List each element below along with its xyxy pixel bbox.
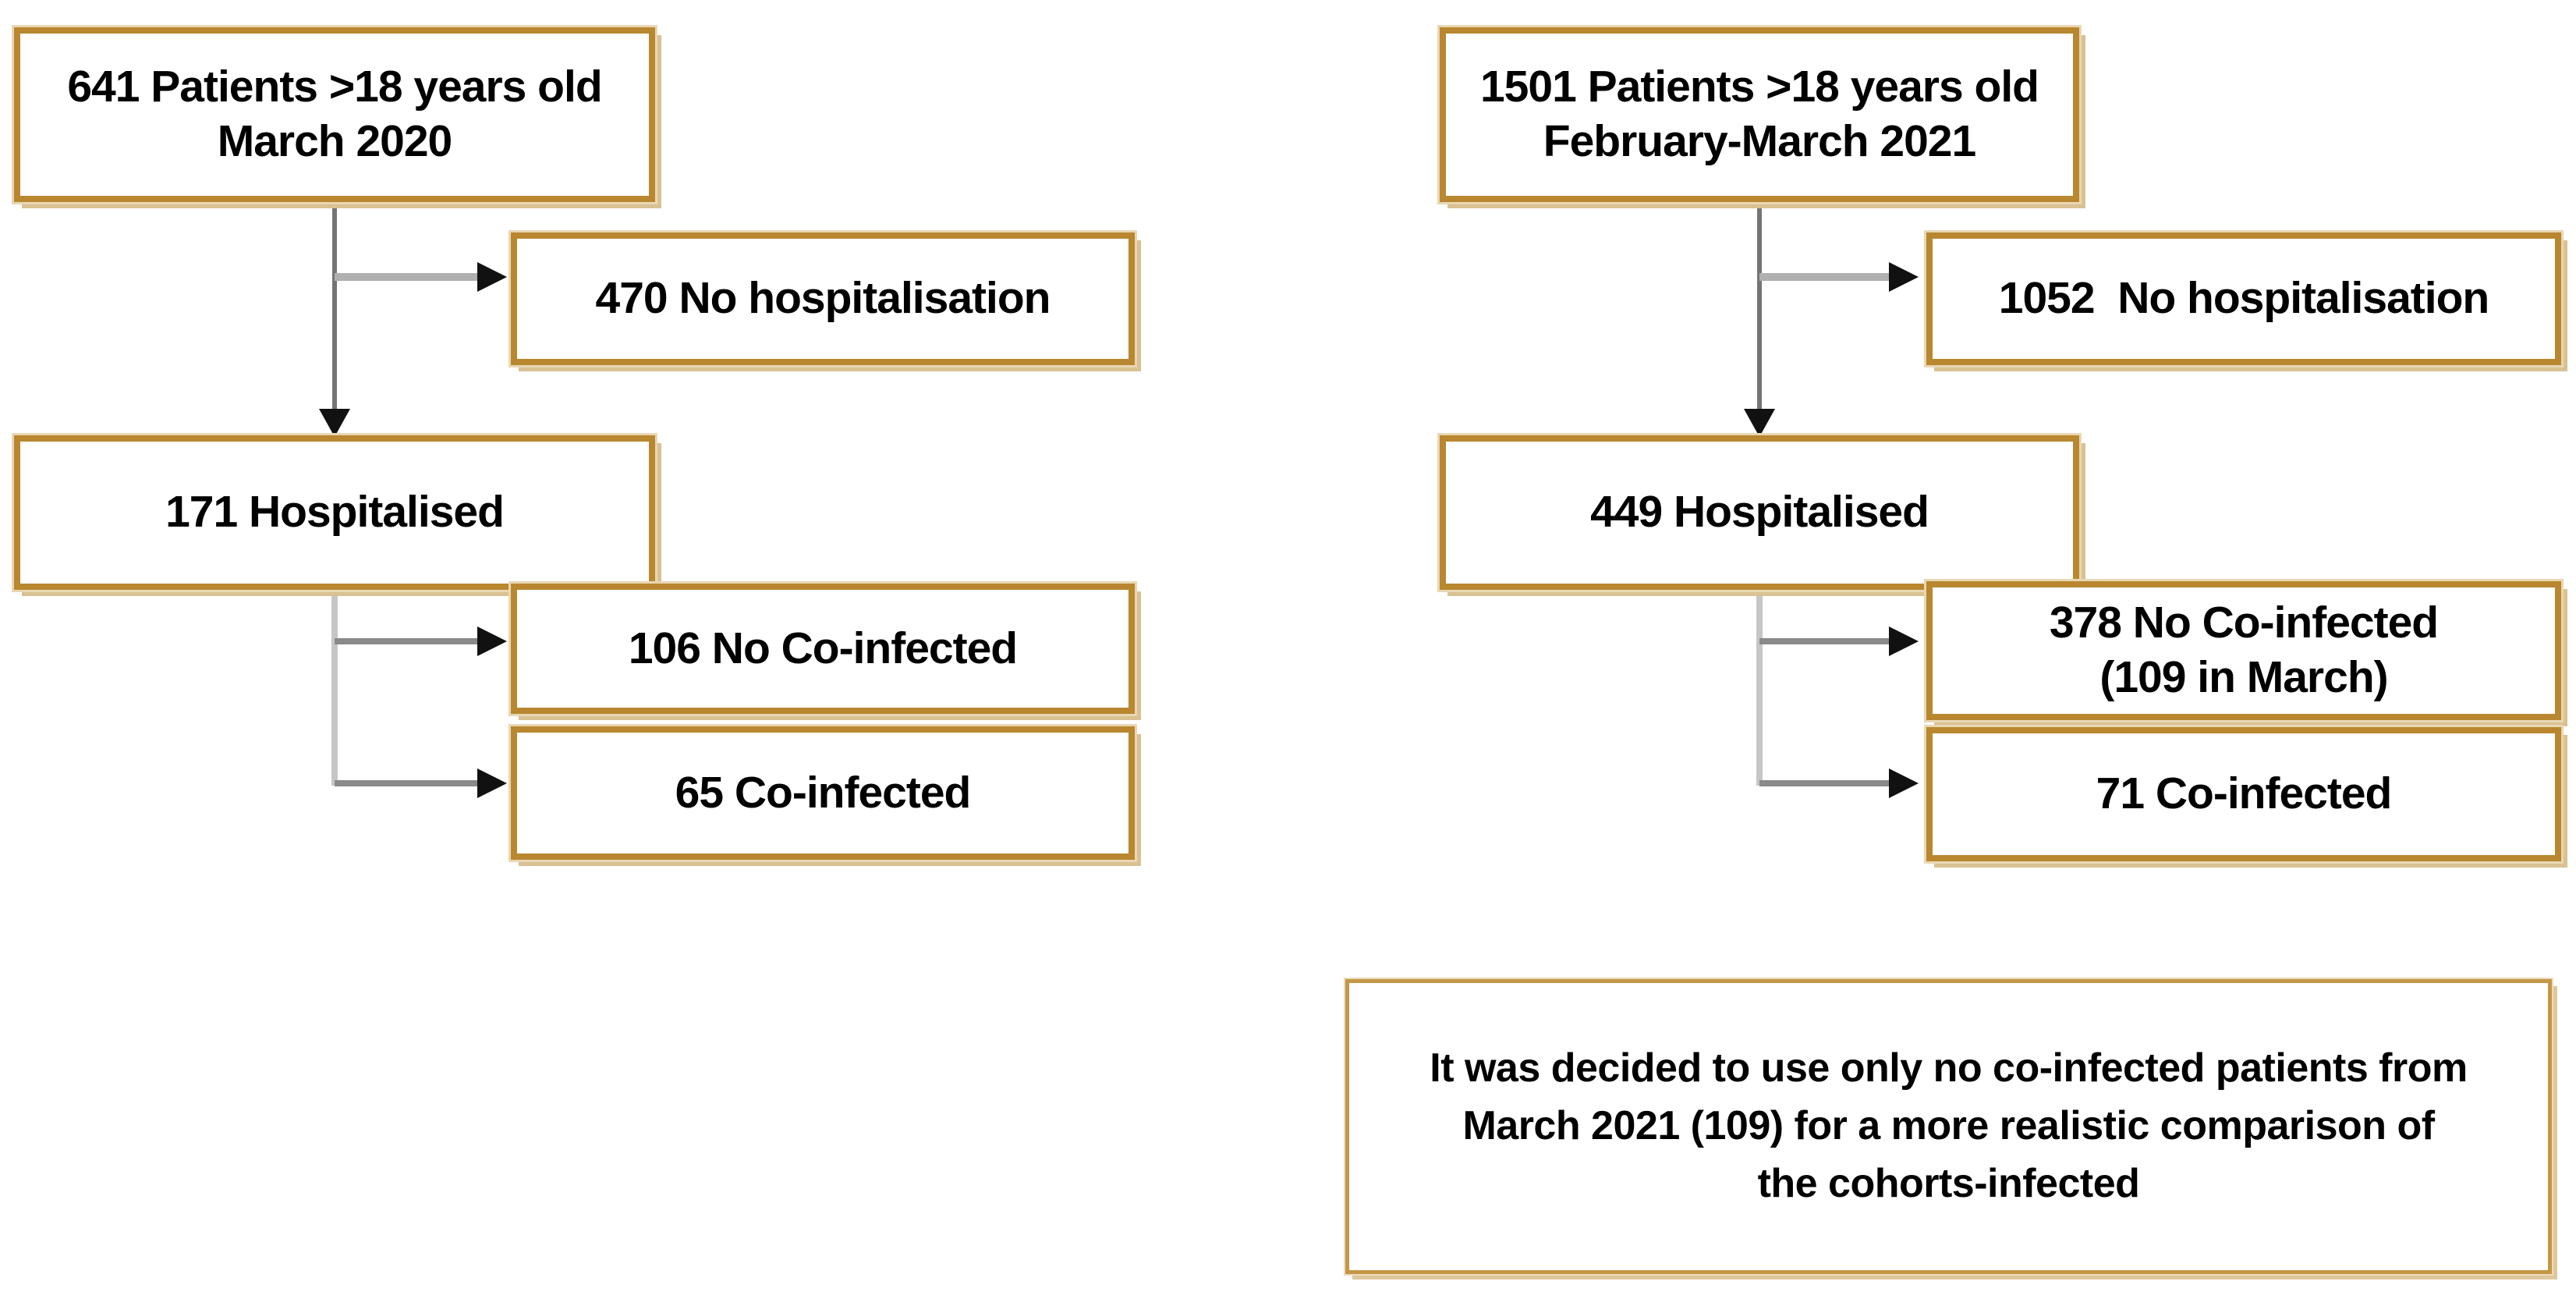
box-171-hospitalised: 171 Hospitalised: [14, 435, 655, 590]
connector-2021-no-coinfected: [1759, 626, 1919, 656]
note-box: It was decided to use only no co-infecte…: [1345, 979, 2552, 1274]
arrow-right-icon: [477, 626, 507, 656]
connector-2020-no-coinfected: [335, 626, 507, 656]
box-106-no-co-infected: 106 No Co-infected: [511, 584, 1135, 714]
connector-2020-coinfected: [335, 768, 507, 798]
arrow-right-icon: [1889, 768, 1919, 798]
arrow-right-icon: [1889, 262, 1919, 292]
arrow-down-icon: [1744, 409, 1775, 437]
arrow-right-icon: [477, 262, 507, 292]
box-470-no-hospitalisation: 470 No hospitalisation: [511, 232, 1135, 365]
box-1052-no-hospitalisation: 1052 No hospitalisation: [1926, 232, 2561, 365]
box-641-patients-march-2020: 641 Patients >18 years old March 2020: [14, 27, 655, 202]
box-1501-patients-feb-march-2021: 1501 Patients >18 years old February-Mar…: [1440, 27, 2079, 202]
arrow-right-icon: [477, 768, 507, 798]
box-378-no-co-infected: 378 No Co-infected (109 in March): [1926, 581, 2561, 720]
box-65-co-infected: 65 Co-infected: [511, 726, 1135, 860]
connector-2020-stem: [319, 204, 350, 437]
arrow-down-icon: [319, 409, 350, 437]
box-449-hospitalised: 449 Hospitalised: [1440, 435, 2079, 590]
connector-2021-coinfected: [1759, 768, 1919, 798]
arrow-right-icon: [1889, 626, 1919, 656]
connector-2021-no-hospitalisation: [1759, 262, 1919, 292]
connector-2020-no-hospitalisation: [335, 262, 507, 292]
connector-2021-stem: [1744, 204, 1775, 437]
box-71-co-infected: 71 Co-infected: [1926, 727, 2561, 861]
